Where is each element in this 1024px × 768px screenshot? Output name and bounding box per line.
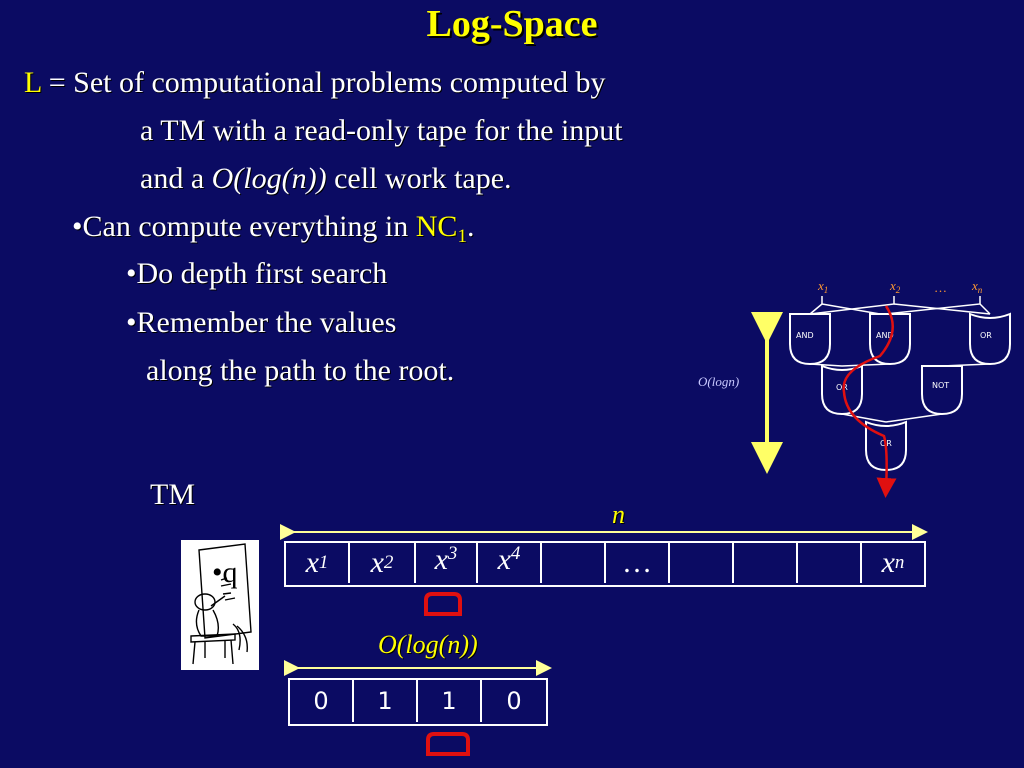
span-arrows [280, 524, 928, 676]
work-tape-head [426, 732, 470, 756]
slide-title: Log-Space [426, 3, 598, 45]
gate-not [921, 365, 963, 416]
gate-or-1 [969, 312, 1011, 366]
gate-label-and-1: AND [796, 331, 814, 340]
nc-class-name: NC [415, 210, 458, 243]
work-cell-3: 1 [418, 680, 482, 722]
work-cell-1: 0 [290, 680, 354, 722]
definition-line-1: L = Set of computational problems comput… [24, 66, 606, 100]
search-path [842, 305, 897, 498]
machine-state: •q [212, 556, 238, 589]
work-tape: 0 1 1 0 [288, 678, 548, 726]
tm-label: TM [150, 478, 195, 511]
operator-drawing [190, 543, 252, 665]
input-length-label: n [612, 500, 625, 529]
work-cell-4: 0 [506, 687, 522, 715]
input-tape-head [424, 592, 462, 616]
class-symbol-l: L [24, 66, 42, 99]
height-label: O(logn) [698, 374, 739, 389]
gate-label-not: NOT [932, 381, 949, 390]
definition-line-2: a TM with a read-only tape for the input [140, 114, 623, 147]
circuit-diagram: O(logn) x1 x2 … xn AND AND OR OR NOT OR [698, 278, 1011, 498]
bullet-remember: •Remember the values [126, 306, 397, 339]
nc-class-sub: 1 [457, 226, 467, 247]
definition-line-1-text: = Set of computational problems computed… [41, 66, 606, 99]
input-cell-9 [798, 543, 862, 583]
input-cell-5 [542, 543, 606, 583]
definition-line-3: and a O(log(n)) cell work tape. [140, 162, 512, 196]
gate-and-2 [869, 313, 911, 366]
gate-label-and-2: AND [876, 331, 894, 340]
input-cell-ellipsis: … [606, 543, 670, 583]
circuit-input-xn: xn [971, 278, 983, 295]
input-cell-7 [670, 543, 734, 583]
nc-class: NC1 [415, 210, 467, 247]
bullet-nc1-pre: •Can compute everything in [72, 210, 416, 243]
bullet-nc1: •Can compute everything in NC1. [72, 210, 474, 248]
gate-or-2 [821, 364, 863, 416]
space-bound: O(log(n)) [211, 162, 327, 195]
bullet-dfs: •Do depth first search [126, 257, 388, 290]
gate-label-or-1: OR [980, 331, 992, 340]
gate-or-3 [865, 420, 907, 472]
circuit-input-ellipsis: … [934, 280, 947, 295]
work-tape-length-label: O(log(n)) [378, 630, 478, 659]
gate-label-or-2: OR [836, 383, 848, 392]
bullet-nc1-post: . [466, 210, 475, 243]
circuit-input-x1: x1 [817, 278, 828, 295]
definition-line-3-pre: and a [140, 162, 212, 195]
circuit-input-x2: x2 [889, 278, 901, 295]
bullet-path: along the path to the root. [146, 354, 455, 387]
definition-line-3-post: cell work tape. [326, 162, 512, 195]
input-cell-8 [734, 543, 798, 583]
turing-machine-illustration [181, 540, 259, 670]
work-cell-2: 1 [354, 680, 418, 722]
